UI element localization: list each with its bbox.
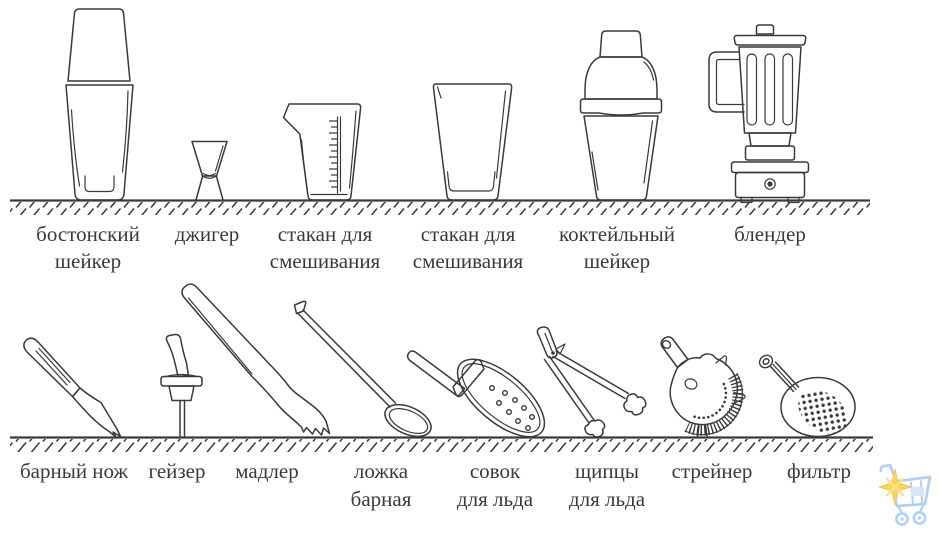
logo-caption-blur bbox=[911, 487, 924, 496]
label-pourer-geyser: гейзер bbox=[148, 459, 206, 483]
label-strainer: стрейнер bbox=[671, 459, 753, 483]
ice-scoop-illustration bbox=[406, 350, 546, 438]
jigger-illustration bbox=[191, 140, 228, 201]
label-jigger: джигер bbox=[174, 222, 240, 246]
fine-filter-illustration bbox=[758, 354, 856, 438]
strainer-illustration bbox=[660, 336, 746, 438]
shelf-line-bottom bbox=[10, 436, 873, 452]
label-mixing-glass: стакан для смешивания bbox=[412, 222, 524, 273]
label-boston-shaker: бостонский шейкер bbox=[36, 222, 140, 273]
muddler-illustration bbox=[181, 283, 331, 436]
label-muddler: мадлер bbox=[235, 459, 299, 483]
cart-handle-icon bbox=[879, 463, 899, 485]
shelf-line-top bbox=[10, 199, 870, 215]
bar-spoon-illustration bbox=[293, 300, 432, 438]
label-ice-scoop: совок для льда bbox=[456, 459, 534, 511]
label-measuring-mixing-glass: стакан для смешивания bbox=[269, 222, 381, 273]
label-blender: блендер bbox=[734, 222, 806, 246]
boston-shaker-illustration bbox=[65, 8, 134, 201]
label-bar-spoon: ложка барная bbox=[350, 459, 412, 511]
cocktail-shaker-illustration bbox=[579, 30, 663, 201]
blender-illustration bbox=[708, 24, 810, 204]
shopping-cart-logo bbox=[877, 463, 932, 526]
label-ice-tongs: щипцы для льда bbox=[568, 459, 646, 511]
measuring-mixing-glass-illustration bbox=[282, 103, 362, 201]
pourer-geyser-illustration bbox=[160, 333, 203, 437]
ice-tongs-illustration bbox=[536, 326, 647, 438]
bar-knife-illustration bbox=[23, 337, 122, 438]
label-bar-knife: барный нож bbox=[19, 459, 129, 483]
label-fine-filter: фильтр bbox=[786, 459, 852, 483]
label-cocktail-shaker: коктейльный шейкер bbox=[559, 222, 675, 273]
mixing-glass-illustration bbox=[432, 83, 513, 201]
